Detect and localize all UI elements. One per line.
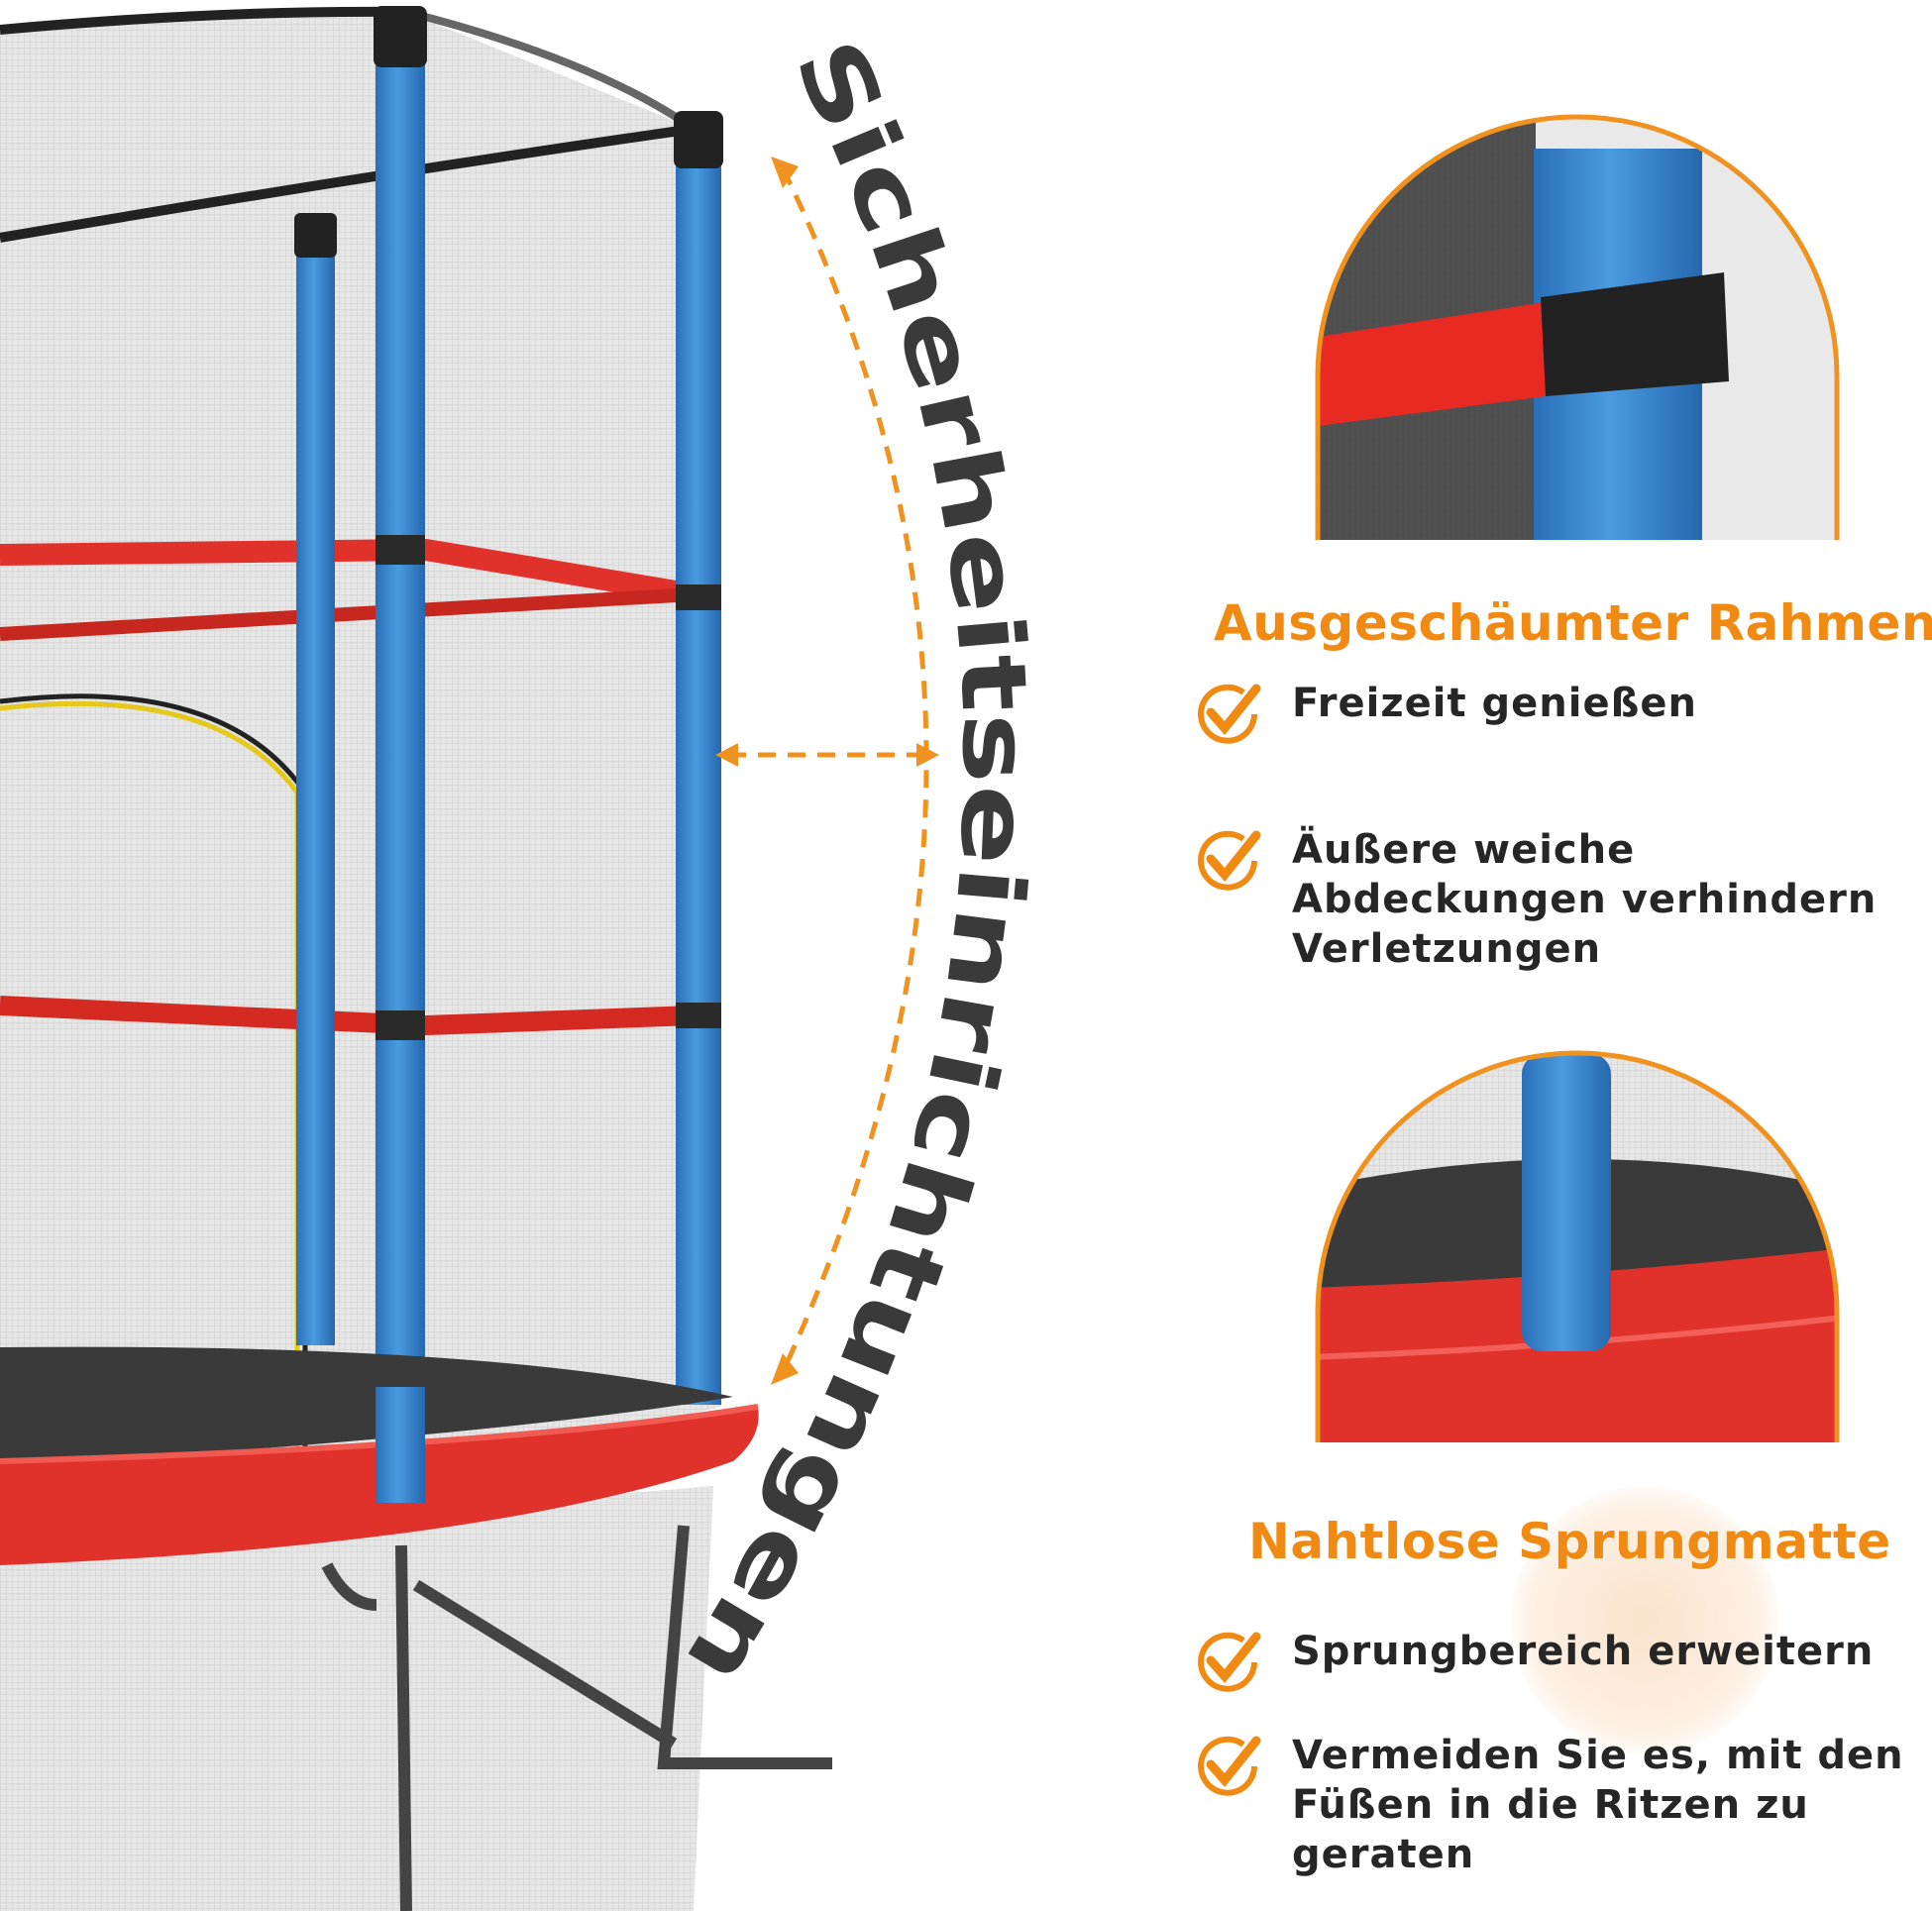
trampoline-legs (321, 1525, 832, 1911)
net-door-zipper (0, 700, 300, 1486)
background-glow (1511, 1486, 1778, 1753)
feature-item: Sprungbereich erweitern (1189, 1627, 1874, 1696)
foam-frame-closeup (1318, 117, 1837, 540)
feature-text: Vermeiden Sie es, mit den Füßen in die R… (1292, 1733, 1904, 1877)
pole (376, 12, 425, 1503)
feature-item: Vermeiden Sie es, mit den Füßen in die R… (1189, 1731, 1904, 1879)
seamless-mat-closeup (1318, 1053, 1837, 1442)
check-circle-icon (1198, 830, 1261, 891)
feature-text: Äußere weiche Abdeckungen verhindern Ver… (1292, 827, 1878, 972)
feature-item: Freizeit genießen (1189, 679, 1697, 748)
jump-mat (0, 1346, 733, 1466)
net-top-rim (0, 6, 695, 243)
section2-heading: Nahtlose Sprungmatte (1248, 1513, 1891, 1570)
check-circle-icon (1198, 684, 1261, 744)
safety-net (0, 12, 721, 1478)
feature-text: Freizeit genießen (1292, 681, 1697, 726)
check-circle-icon (1198, 1632, 1261, 1692)
feature-item: Äußere weiche Abdeckungen verhindern Ver… (1189, 825, 1877, 974)
section1-heading: Ausgeschäumter Rahmen (1214, 594, 1932, 652)
dashed-arc-arrow (780, 166, 929, 1374)
pole (296, 216, 335, 1345)
check-circle-icon (1198, 1736, 1261, 1796)
feature-text: Sprungbereich erweitern (1292, 1629, 1875, 1674)
pole (676, 117, 721, 1405)
